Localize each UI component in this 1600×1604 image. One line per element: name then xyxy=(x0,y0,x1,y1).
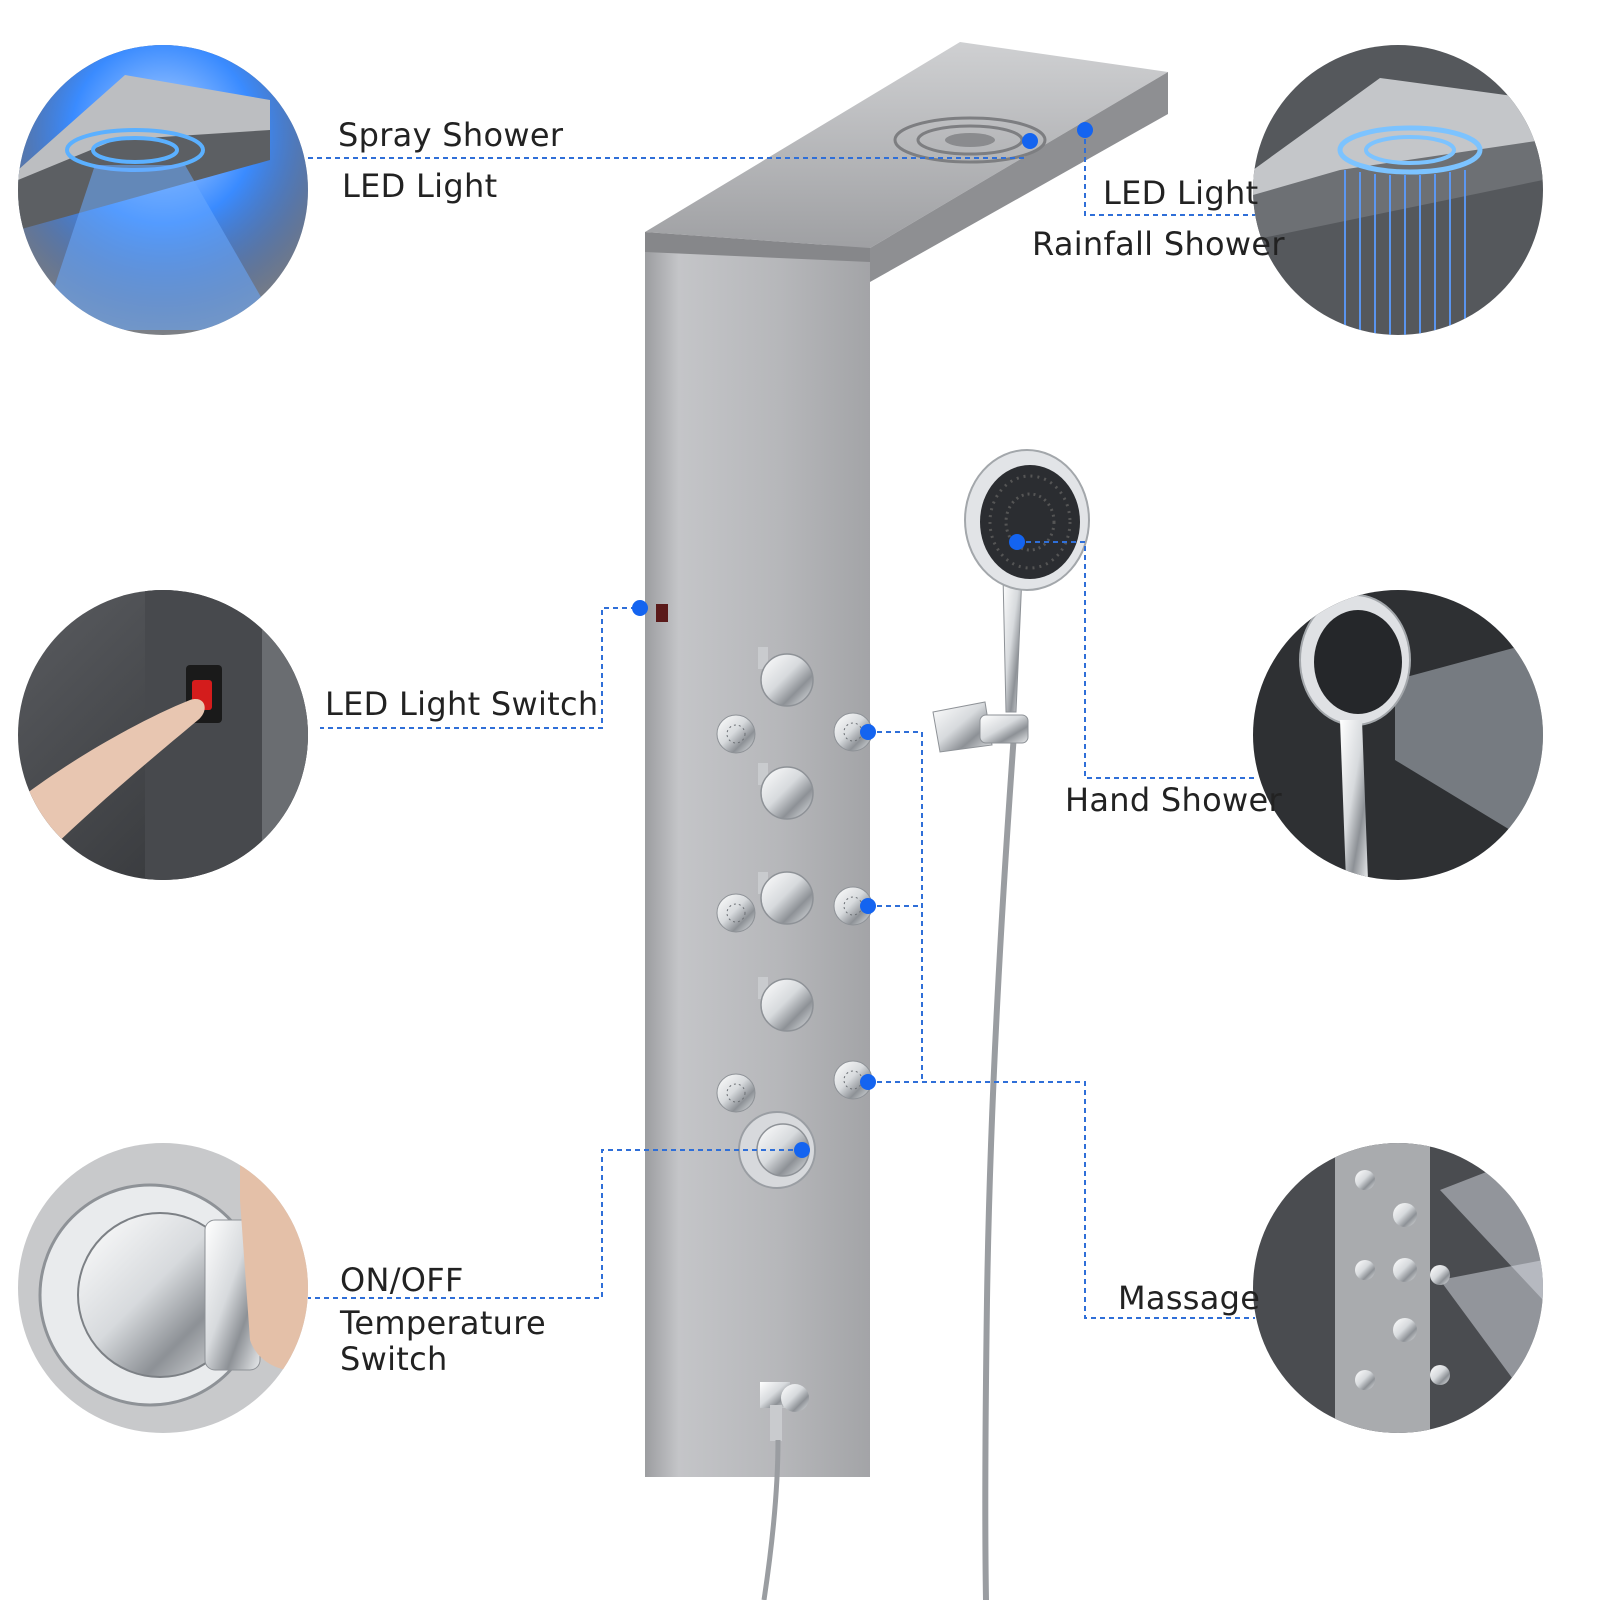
marker-rainfall-shower xyxy=(1077,122,1093,138)
detail-spray-shower xyxy=(18,45,308,335)
hand-shower-face xyxy=(980,465,1080,579)
label-rainfall-shower: Rainfall Shower xyxy=(1032,225,1285,263)
marker-spray-shower xyxy=(1022,133,1038,149)
diverter-knob-2 xyxy=(758,763,814,820)
diverter-knob-1 xyxy=(758,647,814,707)
label-on-off: ON/OFF xyxy=(340,1261,464,1299)
body-jet xyxy=(716,1073,756,1113)
outlet-elbow xyxy=(760,1382,809,1441)
rainfall-head-ring xyxy=(893,116,1047,164)
callout-lines xyxy=(308,130,1255,1319)
body-jets xyxy=(716,712,873,1113)
hand-shower-hose xyxy=(982,719,1018,1601)
outlet-hose xyxy=(761,1439,781,1601)
label-led-light-switch: LED Light Switch xyxy=(325,685,599,723)
callout-led-switch xyxy=(320,607,645,729)
detail-massage-jets xyxy=(1253,1143,1543,1433)
panel-head-edge xyxy=(870,72,1168,282)
shower-panel xyxy=(645,42,1168,1477)
marker-massage-jet xyxy=(860,724,876,740)
callout-hand-shower xyxy=(1017,541,1255,779)
rainfall-head-ring-inner xyxy=(916,124,1024,156)
diverter-knob-3 xyxy=(758,871,814,925)
marker-massage-jet xyxy=(860,1074,876,1090)
label-led-light-right: LED Light xyxy=(1103,174,1259,212)
detail-led-switch xyxy=(18,590,308,880)
detail-rainfall-shower xyxy=(1253,45,1543,335)
detail-temperature-knob xyxy=(18,1143,308,1433)
panel-top-edge xyxy=(645,232,870,262)
callout-massage xyxy=(868,731,1255,1319)
hand-shower-holder xyxy=(932,701,993,753)
callout-dots xyxy=(632,122,1093,1158)
callout-temperature xyxy=(308,1149,802,1299)
label-switch: Switch xyxy=(340,1340,448,1378)
marker-temperature-switch xyxy=(794,1142,810,1158)
label-massage: Massage xyxy=(1118,1279,1261,1317)
label-hand-shower: Hand Shower xyxy=(1065,781,1282,819)
diverter-knob-4 xyxy=(758,977,814,1032)
detail-hand-shower xyxy=(1253,590,1543,880)
body-jet xyxy=(716,714,756,754)
marker-led-switch xyxy=(632,600,648,616)
label-led-light-left: LED Light xyxy=(342,167,498,205)
marker-massage-jet xyxy=(860,898,876,914)
panel-body xyxy=(645,245,870,1477)
panel-top-head xyxy=(645,42,1168,248)
body-jet xyxy=(716,893,756,933)
callout-rainfall-shower xyxy=(1084,130,1255,216)
hand-shower xyxy=(761,449,1090,1601)
marker-hand-shower xyxy=(1009,534,1025,550)
label-spray-shower: Spray Shower xyxy=(338,116,564,154)
hand-shower-handle xyxy=(1002,574,1023,713)
led-switch-panel xyxy=(656,604,668,622)
label-temperature: Temperature xyxy=(340,1304,547,1342)
rainfall-head-center xyxy=(945,133,995,147)
